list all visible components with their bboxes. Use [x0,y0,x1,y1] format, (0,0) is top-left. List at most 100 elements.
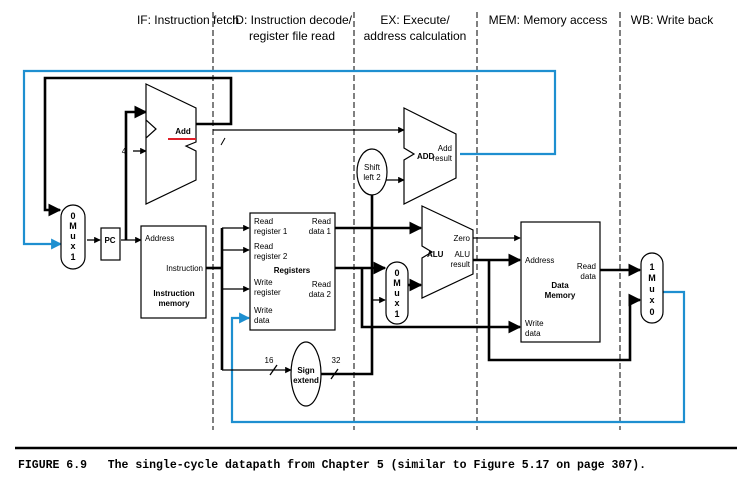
pc-adder-label: Add [175,127,191,136]
writeback-feedback-wire [230,290,686,424]
read-reg1-line2: register 1 [254,227,288,236]
alu-result-line2: result [450,260,470,269]
branch-adder: ADD Add result [403,107,457,205]
shift-line1: Shift [364,163,381,172]
pc-register-body [100,227,121,261]
write-data-line1: Write [254,306,273,315]
dmem-read-data-line2: data [580,272,596,281]
wb-mux-glyph-4: 0 [649,307,654,317]
wb-mux-glyph-2: u [649,284,655,294]
read-data2-line2: data 2 [309,290,332,299]
pc-adder-body [145,83,197,205]
wb-mux-glyph-3: x [649,295,654,305]
dmem-title-line1: Data [551,281,569,290]
stage-mem-label: MEM: Memory access [489,13,608,27]
sign-extend-line2: extend [293,376,319,385]
branch-adder-result-line1: Add [438,144,452,153]
dmem-title-line2: Memory [545,291,576,300]
pencil-mark [220,137,226,146]
sign-extend-output-wire [320,195,374,376]
stage-separators [212,12,621,430]
alu-result-line1: ALU [454,250,470,259]
constant-four-label: 4 [122,147,127,156]
pc-mux-glyph-4: 1 [70,252,75,262]
read-data1-line2: data 1 [309,227,332,236]
dmem-read-data-line1: Read [577,262,596,271]
alu-label: ALU [427,250,444,259]
writeback-mux: 1 M u x 0 [640,252,664,324]
feedback-wires [22,69,686,424]
branch-adder-result-line2: result [432,154,452,163]
pc-mux-glyph-1: M [69,221,77,231]
stage-id-label-line2: register file read [249,29,335,43]
alu-mux-glyph-1: M [393,278,401,288]
pc-adder: Add [145,83,197,205]
pc-to-adder-wire [124,105,148,240]
imem-title-line2: memory [158,299,190,308]
alu: ALU Zero ALU result [421,205,474,299]
alu-mux: 0 M u x 1 [385,261,409,325]
wb-mux-glyph-0: 1 [649,262,654,272]
pc-plus4-loop-wire [43,76,233,217]
pc-mux-glyph-0: 0 [70,211,75,221]
registers-title: Registers [274,266,311,275]
bus-width-tick-32 [330,368,339,380]
branch-target-feedback-wire [22,69,557,250]
branch-adder-body [403,107,457,205]
data-memory: Address Read data Data Memory Write data [520,221,601,343]
stage-id-label-line1: ID: Instruction decode/ [232,13,353,27]
imem-address-label: Address [145,234,174,243]
stage-wb-label: WB: Write back [631,13,714,27]
alu-result-bypass-wire [487,260,642,362]
read-data2-line1: Read [312,280,331,289]
datapath-wires [43,76,642,380]
sign-extend-line1: Sign [297,366,314,375]
figure-caption: FIGURE 6.9 The single-cycle datapath fro… [18,459,646,472]
instruction-memory: Address Instruction Instruction memory [140,225,207,319]
alu-mux-glyph-4: 1 [394,309,399,319]
wb-mux-glyph-1: M [648,273,656,283]
read-data2-to-mem-wire [360,268,522,334]
alu-mux-glyph-3: x [394,298,399,308]
read-reg2-line1: Read [254,242,273,251]
read-data1-line1: Read [312,217,331,226]
read-reg2-line2: register 2 [254,252,288,261]
stage-ex-label-line2: address calculation [364,29,467,43]
shift-left-2-unit: Shift left 2 [356,148,388,196]
pc-mux-body [60,204,86,270]
alu-mux-body [385,261,409,325]
sign-extend-body [290,341,322,407]
shift-left-2-body [356,148,388,196]
dmem-address-label: Address [525,256,554,265]
alu-mux-glyph-2: u [394,288,400,298]
write-data-line2: data [254,316,270,325]
sign-extend-unit: Sign extend 16 32 [265,341,341,407]
pc-register: PC [100,227,121,261]
data-memory-body [520,221,601,343]
shift-line2: left 2 [363,173,381,182]
writeback-mux-body [640,252,664,324]
imem-instruction-label: Instruction [166,264,203,273]
pc-label: PC [104,236,115,245]
instruction-memory-body [140,225,207,319]
register-file: Read register 1 Read register 2 Write re… [249,212,336,331]
read-reg1-line1: Read [254,217,273,226]
stage-ex-label-line1: EX: Execute/ [380,13,450,27]
branch-adder-label: ADD [417,152,435,161]
alu-zero-label: Zero [454,234,471,243]
dmem-write-data-line1: Write [525,319,544,328]
stage-headers: IF: Instruction fetch ID: Instruction de… [137,13,714,43]
write-reg-line1: Write [254,278,273,287]
imem-title-line1: Instruction [153,289,194,298]
bus-width-in-label: 16 [265,356,274,365]
pc-mux: 0 M u x 1 [60,204,86,270]
write-reg-line2: register [254,288,281,297]
register-file-body [249,212,336,331]
alu-body [421,205,474,299]
bus-width-out-label: 32 [332,356,341,365]
pc-mux-glyph-3: x [70,241,75,251]
bus-width-tick-16 [269,364,278,376]
dmem-write-data-line2: data [525,329,541,338]
alu-mux-glyph-0: 0 [394,268,399,278]
